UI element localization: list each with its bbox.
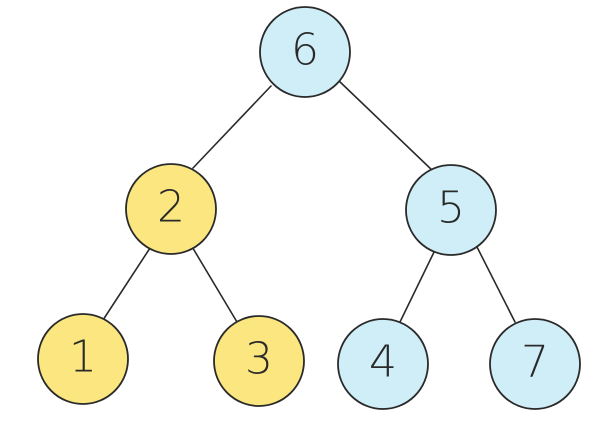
edge-5-4: [399, 247, 437, 323]
node-4-circle: [337, 318, 429, 410]
tree-node-4: 4: [337, 318, 429, 410]
edge-5-7: [475, 244, 516, 323]
tree-node-5: 5: [405, 164, 497, 256]
tree-node-3: 3: [213, 315, 305, 407]
node-3-label: 3: [245, 334, 273, 385]
node-5-label: 5: [437, 183, 465, 234]
tree-node-1: 1: [37, 313, 129, 405]
node-7-circle: [489, 318, 581, 410]
node-1-label: 1: [69, 332, 97, 383]
node-1-circle: [37, 313, 129, 405]
node-3-circle: [213, 315, 305, 407]
tree-node-7: 7: [489, 318, 581, 410]
edge-6-5: [337, 79, 435, 173]
node-2-label: 2: [157, 182, 185, 233]
node-4-label: 4: [369, 337, 397, 388]
node-5-circle: [405, 164, 497, 256]
tree-edges: [102, 79, 516, 323]
tree-node-2: 2: [125, 163, 217, 255]
node-7-label: 7: [521, 337, 549, 388]
edge-2-1: [102, 244, 153, 321]
node-2-circle: [125, 163, 217, 255]
tree-nodes: 6 2 5 1 3 4 7: [37, 6, 581, 410]
node-6-circle: [259, 6, 351, 98]
edge-6-2: [192, 85, 272, 169]
node-6-label: 6: [291, 25, 319, 76]
edge-2-3: [190, 244, 238, 323]
tree-node-6: 6: [259, 6, 351, 98]
